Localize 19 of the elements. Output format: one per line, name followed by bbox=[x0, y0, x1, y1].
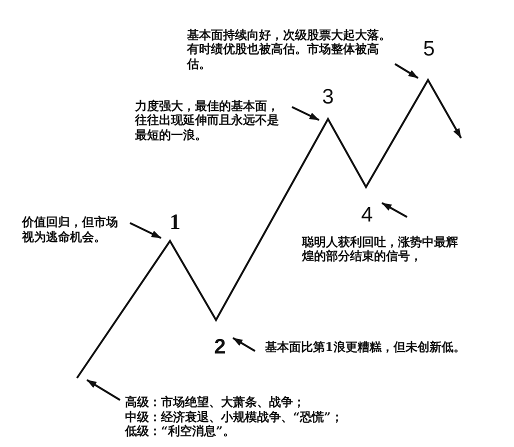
annotation-text: 基本面持续向好，次级股票大起大落。有时绩优股也被高估。市场整体被高估。 bbox=[187, 28, 393, 71]
wave-number: 2 bbox=[214, 336, 226, 358]
annotation-text: 聪明人获利回吐，涨势中最辉煌的部分结束的信号， bbox=[302, 234, 462, 264]
leader-arrow bbox=[292, 106, 320, 121]
annotation-text: 低级：“利空消息”。 bbox=[125, 424, 236, 438]
leader-arrow bbox=[232, 337, 256, 352]
annotation-text: 力度强大，最佳的基本面，往往出现延伸而且永远不是最短的一浪。 bbox=[135, 98, 283, 142]
wave-number: 1 bbox=[170, 211, 180, 233]
annotation-text: 基本面比第1浪更糟糕，但未创新低。 bbox=[265, 340, 466, 354]
wave-number: 5 bbox=[423, 38, 435, 60]
leader-arrow bbox=[382, 202, 408, 218]
wave-number: 3 bbox=[322, 86, 334, 108]
leader-arrow bbox=[130, 222, 162, 239]
annotation-text: 中级：经济衰退、小规模战争、“恐慌”； bbox=[125, 410, 343, 424]
annotation-text: 高级：市场绝望、大萧条、战争； bbox=[125, 395, 306, 410]
wave-number: 4 bbox=[361, 204, 373, 226]
leader-arrow bbox=[394, 63, 419, 79]
annotation-text: 价值回归，但市场视为逃命机会。 bbox=[22, 215, 122, 244]
leader-arrow bbox=[86, 379, 121, 401]
